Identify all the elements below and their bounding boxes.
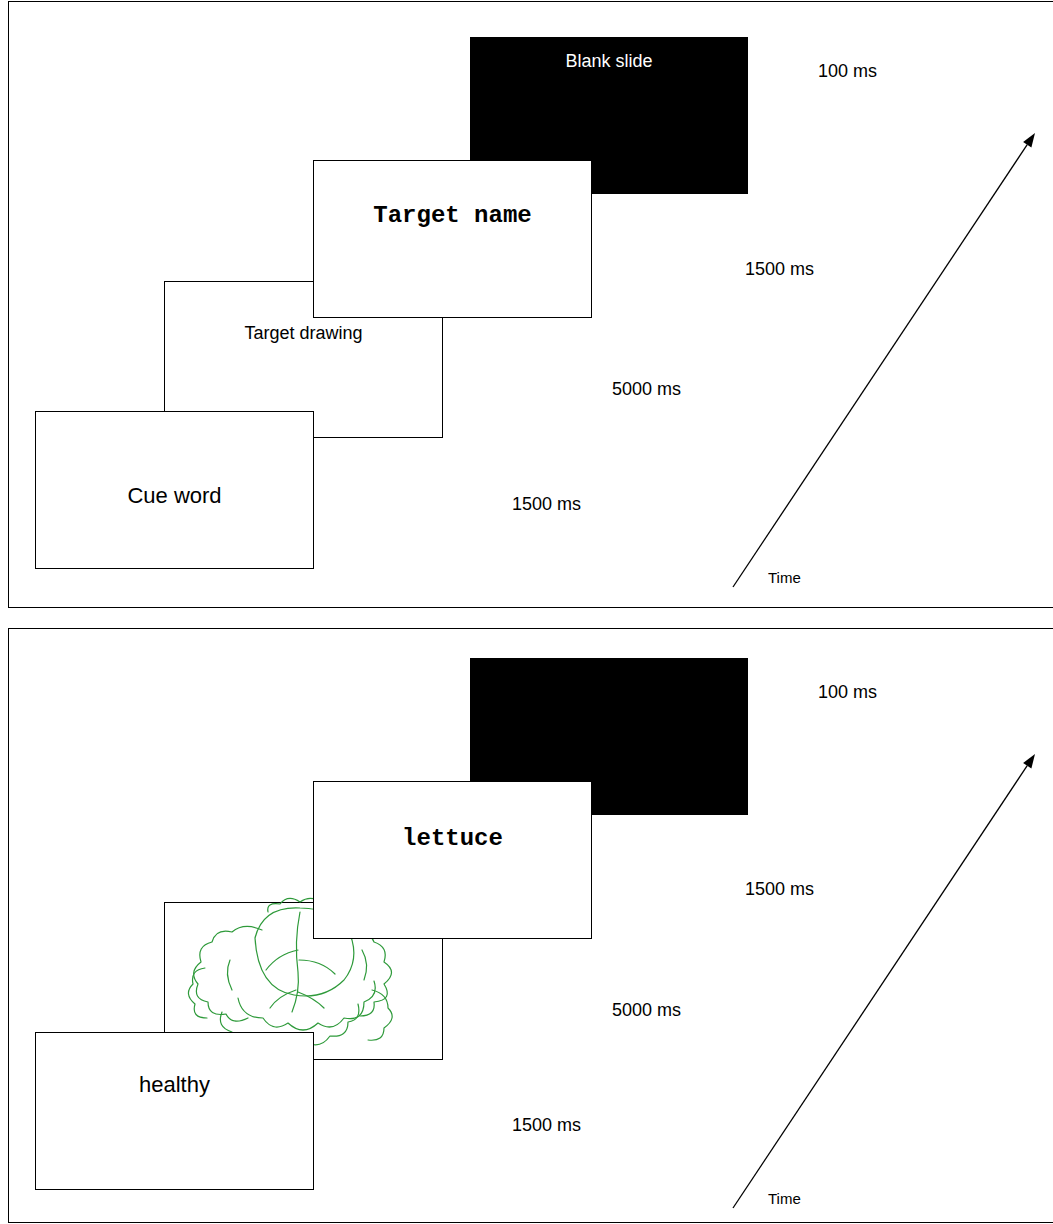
duration-label: 5000 ms (612, 1000, 681, 1021)
arrow-head (1023, 133, 1035, 148)
time-arrow (733, 766, 1027, 1208)
time-arrow (733, 145, 1027, 587)
slide-box: Cue word (35, 411, 314, 569)
slide-box: lettuce (313, 781, 592, 939)
slide-text: healthy (36, 1071, 313, 1099)
axis-label: Time (768, 569, 801, 586)
slide-box: Target name (313, 160, 592, 318)
duration-label: 1500 ms (745, 259, 814, 280)
arrow-head (1023, 754, 1035, 769)
slide-text: Target name (314, 201, 591, 231)
axis-label: Time (768, 1190, 801, 1207)
slide-box: healthy (35, 1032, 314, 1190)
panel-frame (9, 629, 1053, 1223)
duration-label: 1500 ms (512, 494, 581, 515)
duration-label: 5000 ms (612, 379, 681, 400)
duration-label: 100 ms (818, 682, 877, 703)
slide-text: Target drawing (165, 322, 442, 345)
slide-text: Cue word (36, 482, 313, 510)
slide-text: lettuce (314, 824, 591, 854)
duration-label: 1500 ms (512, 1115, 581, 1136)
panel-frame (9, 2, 1053, 608)
duration-label: 100 ms (818, 61, 877, 82)
duration-label: 1500 ms (745, 879, 814, 900)
slide-text: Blank slide (471, 50, 747, 73)
